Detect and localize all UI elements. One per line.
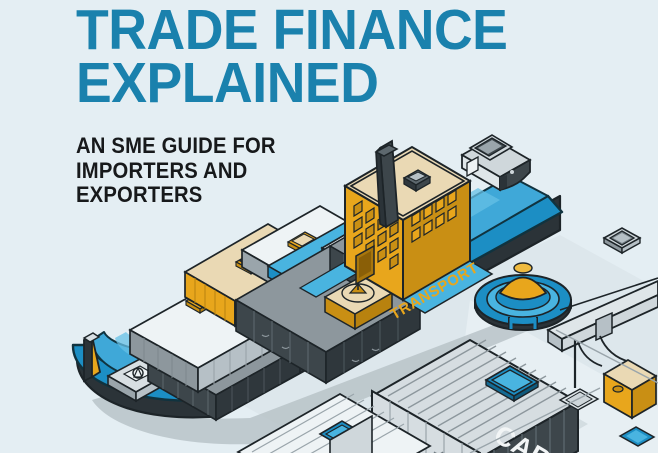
deck-winch xyxy=(323,275,394,331)
container-ship: TRANSPORT xyxy=(71,139,564,422)
ship-superstructure xyxy=(343,139,472,302)
harbour-dome xyxy=(474,262,572,331)
quay-edge-lines xyxy=(469,329,658,453)
bow-mast xyxy=(82,332,102,383)
cargo-container: CARGO xyxy=(369,338,593,453)
crane-load-container xyxy=(602,359,658,420)
deck-hatch-plate xyxy=(602,227,642,255)
quay-container-side xyxy=(329,414,373,453)
ground-marker-plate xyxy=(618,426,656,447)
dock-machine xyxy=(460,134,532,192)
dock-crane xyxy=(546,277,658,420)
